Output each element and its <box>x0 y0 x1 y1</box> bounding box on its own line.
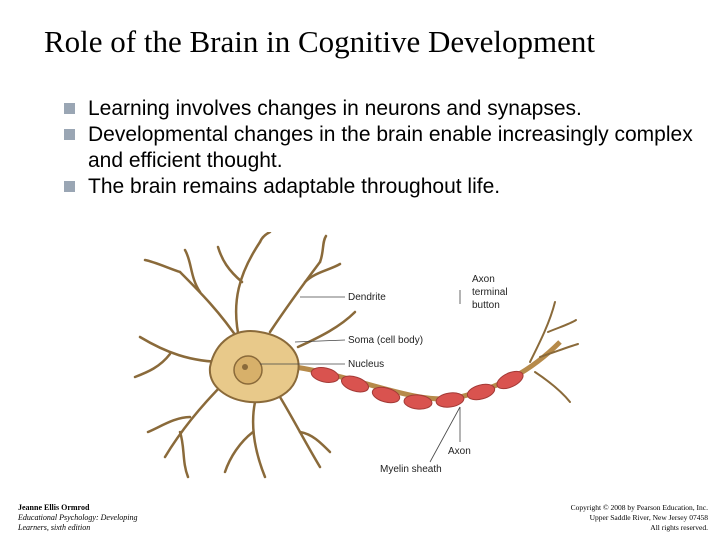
bullet-item: The brain remains adaptable throughout l… <box>64 174 704 200</box>
label-myelin: Myelin sheath <box>380 464 442 475</box>
copyright-line3: All rights reserved. <box>650 523 708 532</box>
label-axon-terminal-2: terminal <box>472 287 508 298</box>
footer-book-line2: Learners, sixth edition <box>18 523 91 532</box>
myelin-sheath <box>310 367 524 410</box>
bullet-item: Developmental changes in the brain enabl… <box>64 122 704 174</box>
neuron-diagram: Dendrite Soma (cell body) Nucleus Axon t… <box>133 232 579 479</box>
square-bullet-icon <box>64 129 75 140</box>
copyright-line1: Copyright © 2008 by Pearson Education, I… <box>570 503 708 512</box>
bullet-text: Learning involves changes in neurons and… <box>88 97 582 120</box>
square-bullet-icon <box>64 181 75 192</box>
label-dendrite: Dendrite <box>348 292 386 303</box>
label-nucleus: Nucleus <box>348 359 384 370</box>
label-axon-terminal-1: Axon <box>472 274 495 285</box>
footer-book-line1: Educational Psychology: Developing <box>18 513 138 522</box>
slide-title: Role of the Brain in Cognitive Developme… <box>44 24 596 59</box>
bullet-text: The brain remains adaptable throughout l… <box>88 175 501 198</box>
footer-copyright: Copyright © 2008 by Pearson Education, I… <box>488 503 708 533</box>
bullet-list: Learning involves changes in neurons and… <box>64 96 704 200</box>
nucleolus <box>242 364 248 370</box>
axon-shaft <box>294 340 562 402</box>
footer-citation: Jeanne Ellis Ormrod Educational Psycholo… <box>18 503 218 533</box>
label-axon-terminal-3: button <box>472 300 500 311</box>
label-axon: Axon <box>448 446 471 457</box>
copyright-line2: Upper Saddle River, New Jersey 07458 <box>589 513 708 522</box>
axon-terminals <box>529 301 579 403</box>
bullet-text: Developmental changes in the brain enabl… <box>88 123 693 172</box>
label-soma: Soma (cell body) <box>348 335 423 346</box>
label-lines <box>260 290 461 463</box>
footer-author: Jeanne Ellis Ormrod <box>18 503 90 512</box>
bullet-item: Learning involves changes in neurons and… <box>64 96 704 122</box>
nucleus <box>233 355 263 385</box>
square-bullet-icon <box>64 103 75 114</box>
